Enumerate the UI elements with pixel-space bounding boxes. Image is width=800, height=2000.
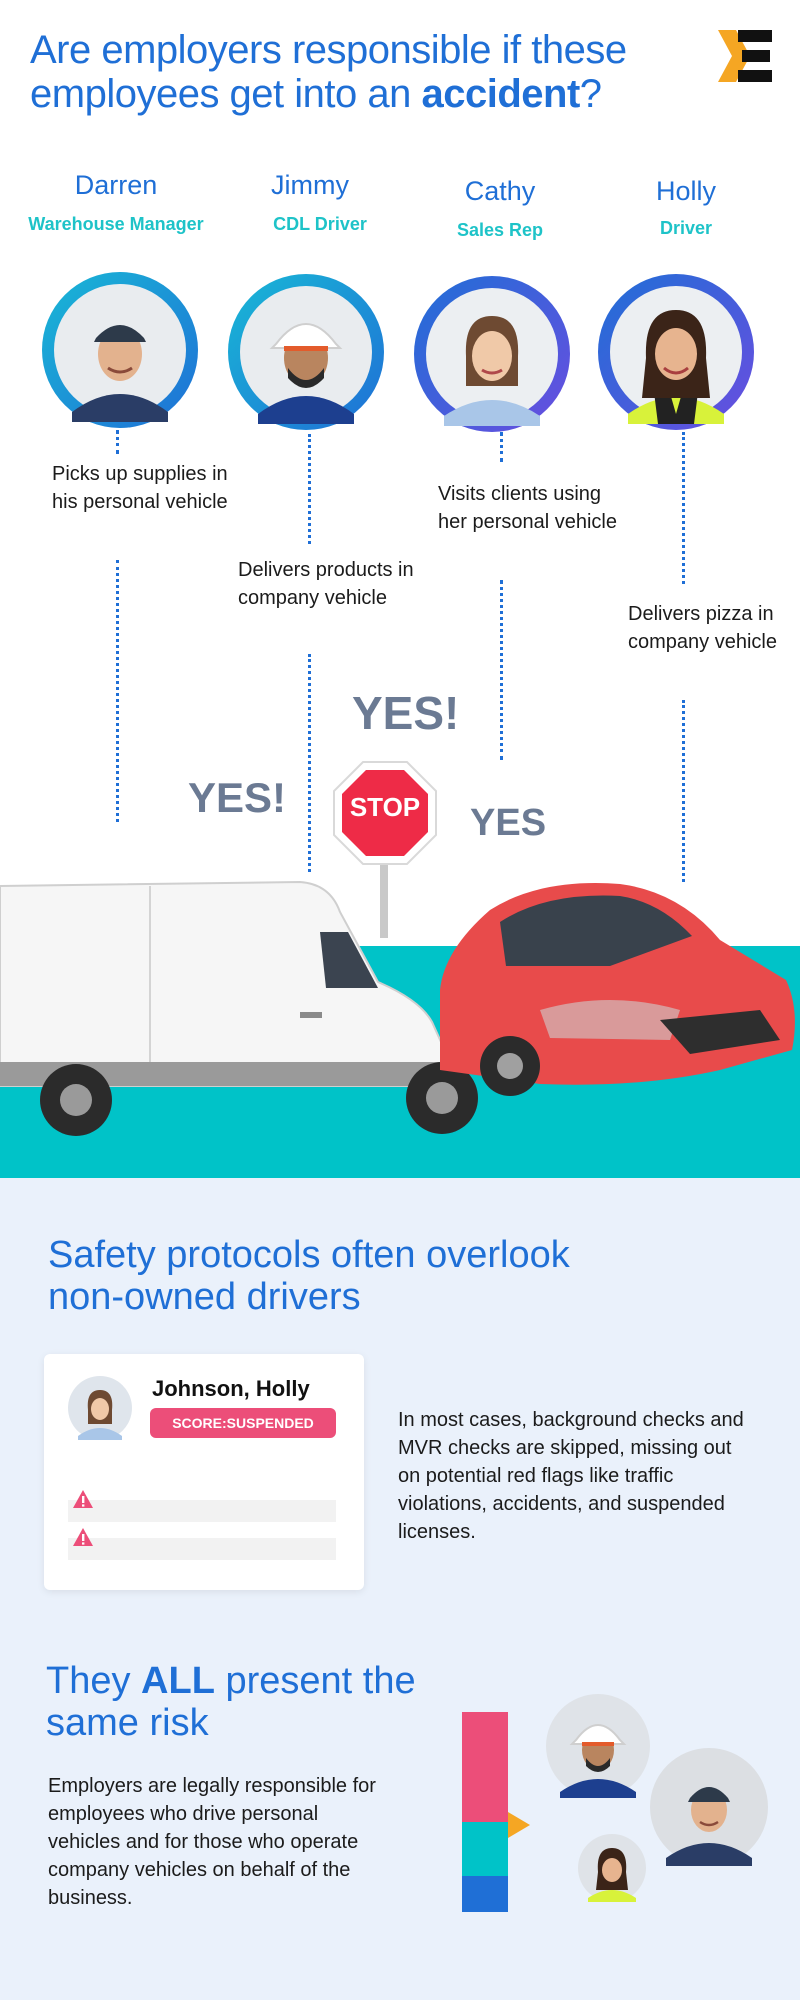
employee-name-darren: Darren [74, 170, 158, 200]
warning-icon [72, 1488, 94, 1510]
employee-name-cathy: Cathy [464, 176, 536, 206]
portrait-holly [578, 1834, 646, 1902]
employee-role-jimmy: CDL Driver [273, 214, 367, 234]
risk-body: Employers are legally responsible for em… [48, 1775, 376, 1909]
safety-body: In most cases, background checks and MVR… [398, 1409, 744, 1543]
connector-line [116, 430, 119, 454]
avatar-cathy [414, 276, 570, 432]
e-logo-icon [716, 26, 776, 86]
pointer-arrow-icon [508, 1812, 530, 1838]
risk-bar-segment-teal [462, 1822, 508, 1876]
connector-line [682, 432, 685, 584]
employee-role-cathy: Sales Rep [456, 220, 544, 240]
driver-avatar [68, 1376, 132, 1440]
portrait-jimmy [546, 1694, 650, 1798]
connector-line [116, 560, 119, 822]
white-van [0, 872, 520, 1142]
violation-row [68, 1538, 336, 1560]
employee-description-jimmy: Delivers products in company vehicle [238, 559, 414, 609]
avatar-jimmy [228, 274, 384, 430]
driver-name: Johnson, Holly [152, 1376, 310, 1401]
answer-yes-left: YES! [188, 774, 287, 821]
risk-heading-emphasis: ALL [141, 1660, 215, 1702]
connector-line [308, 434, 311, 544]
employee-role-darren: Warehouse Manager [28, 214, 204, 234]
safety-heading: Safety protocols often overlook non-owne… [48, 1234, 570, 1318]
employee-name-jimmy: Jimmy [271, 170, 349, 200]
employee-role-holly: Driver [659, 218, 713, 238]
employee-description-holly: Delivers pizza in company vehicle [628, 603, 777, 653]
status-badge: SCORE:SUSPENDED [150, 1408, 336, 1438]
warning-icon [72, 1526, 94, 1548]
portrait-darren [650, 1748, 768, 1866]
employee-name-holly: Holly [655, 176, 716, 206]
stop-sign: STOP [330, 758, 440, 938]
employee-description-cathy: Visits clients using her personal vehicl… [438, 483, 617, 533]
avatar-holly [598, 274, 754, 430]
red-car [420, 870, 800, 1102]
connector-line [500, 580, 503, 760]
page-title: Are employers responsible if these emplo… [30, 28, 627, 116]
stop-sign-label: STOP [349, 792, 421, 822]
risk-bar-segment-blue [462, 1876, 508, 1912]
avatar-darren [42, 272, 198, 428]
connector-line [682, 700, 685, 882]
risk-heading: They ALL present the same risk [46, 1660, 416, 1744]
connector-line [308, 654, 311, 872]
title-emphasis: accident [421, 72, 580, 116]
answer-yes-right: YES [470, 802, 547, 844]
answer-yes-center: YES! [352, 687, 460, 739]
risk-bar-segment-pink [462, 1712, 508, 1822]
violation-row [68, 1500, 336, 1522]
connector-line [500, 432, 503, 462]
driver-score-card: Johnson, Holly SCORE:SUSPENDED [44, 1354, 364, 1590]
employee-description-darren: Picks up supplies in his personal vehicl… [52, 463, 228, 513]
